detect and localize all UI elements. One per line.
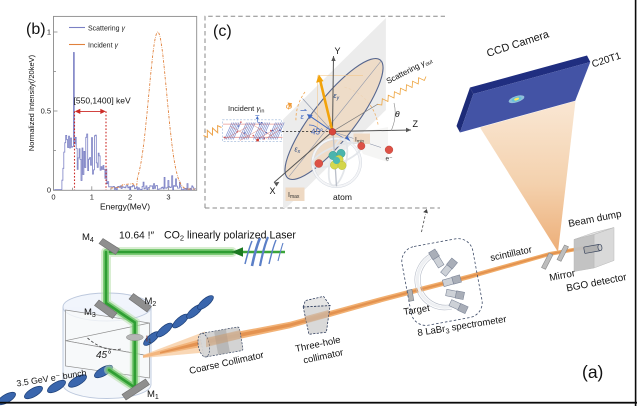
svg-text:εx: εx — [295, 147, 301, 156]
svg-text:0.5: 0.5 — [41, 107, 51, 116]
svg-text:Incident γin: Incident γin — [228, 104, 264, 115]
svg-text:0: 0 — [47, 186, 51, 195]
svg-text:10.64 !″: 10.64 !″ — [119, 231, 154, 242]
svg-text:Imin: Imin — [355, 137, 365, 144]
svg-text:(a): (a) — [582, 362, 603, 382]
svg-text:X: X — [270, 186, 276, 196]
svg-text:M3: M3 — [84, 307, 96, 319]
svg-text:Incident γ: Incident γ — [88, 43, 118, 50]
svg-text:Z: Z — [413, 119, 419, 129]
svg-text:0: 0 — [51, 193, 55, 202]
svg-text:(c): (c) — [213, 23, 232, 40]
svg-text:Normalized Intensity(/20keV): Normalized Intensity(/20keV) — [27, 54, 36, 151]
svg-text:CO2 linearly polarized Laser: CO2 linearly polarized Laser — [164, 230, 296, 243]
svg-text:1: 1 — [90, 193, 94, 202]
svg-text:45°: 45° — [96, 350, 111, 361]
svg-text:Φ: Φ — [286, 103, 293, 112]
svg-text:e⁻: e⁻ — [386, 156, 394, 163]
svg-text:θ: θ — [395, 109, 400, 119]
svg-text:Mirror: Mirror — [548, 268, 576, 284]
svg-text:45°: 45° — [311, 128, 323, 137]
svg-text:2: 2 — [128, 193, 132, 202]
svg-text:Target: Target — [403, 303, 431, 318]
svg-text:Scattering γ: Scattering γ — [88, 26, 125, 33]
svg-text:atom: atom — [333, 192, 352, 202]
svg-text:Y: Y — [335, 46, 341, 56]
svg-text:(b): (b) — [26, 21, 46, 38]
svg-text:ε: ε — [301, 112, 305, 121]
svg-text:1: 1 — [47, 28, 51, 37]
svg-text:Imax: Imax — [288, 192, 300, 200]
svg-text:M1: M1 — [147, 389, 159, 401]
svg-text:M4: M4 — [82, 232, 94, 244]
svg-text:Energy(MeV): Energy(MeV) — [100, 202, 150, 212]
svg-text:I1: I1 — [146, 334, 152, 346]
svg-text:3: 3 — [166, 193, 170, 202]
svg-text:[550,1400] keV: [550,1400] keV — [74, 96, 132, 106]
svg-text:εy: εy — [334, 93, 340, 102]
svg-text:M2: M2 — [145, 296, 157, 308]
